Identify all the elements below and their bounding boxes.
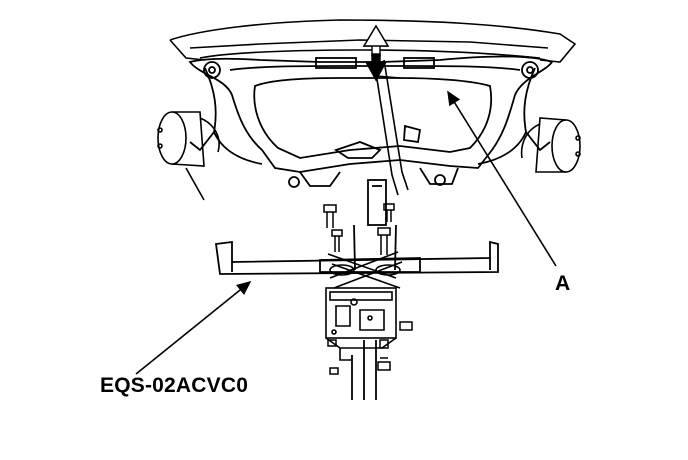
bracket-plates xyxy=(327,251,403,289)
left-hub xyxy=(157,111,220,201)
adapter-bar xyxy=(214,240,499,275)
lift-rod xyxy=(373,59,409,196)
subframe xyxy=(188,55,554,188)
tool-code-label: EQS-02ACVC0 xyxy=(100,374,249,397)
jack-post xyxy=(351,179,397,400)
leader-arrow-icon xyxy=(135,90,557,375)
right-hub xyxy=(520,117,581,173)
part-a-label: A xyxy=(555,272,571,295)
vehicle-body xyxy=(169,19,577,63)
jack-base xyxy=(325,287,397,361)
bolt-icon xyxy=(323,203,413,375)
